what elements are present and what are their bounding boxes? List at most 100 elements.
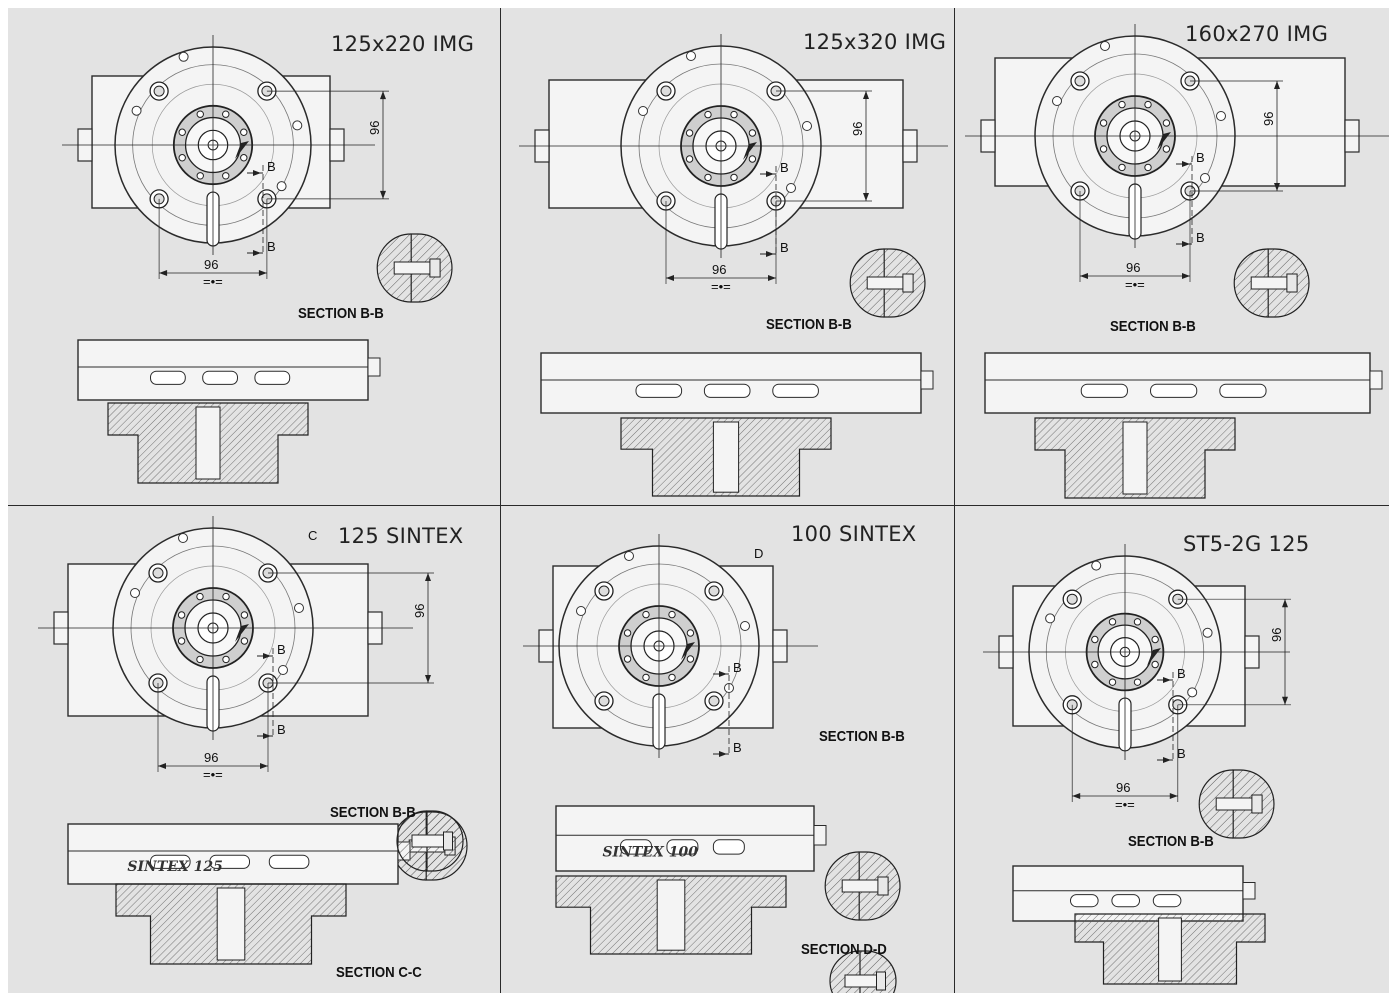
hub-hole bbox=[1118, 163, 1126, 172]
key-marker-icon bbox=[235, 141, 249, 159]
clamping-pin bbox=[1158, 917, 1182, 982]
locating-hole bbox=[131, 105, 142, 116]
hub-hole bbox=[730, 173, 738, 182]
panel-title: 100 SINTEX bbox=[791, 522, 917, 546]
bolt-socket bbox=[708, 695, 720, 707]
side-view bbox=[1012, 865, 1266, 985]
hub-hole bbox=[178, 128, 186, 136]
locating-hole bbox=[178, 533, 188, 543]
brand-lettering: SINTEX 125 bbox=[127, 859, 223, 875]
equal-sign-label: =•= bbox=[203, 274, 223, 289]
vertical-separator-2 bbox=[954, 8, 955, 993]
locating-hole bbox=[292, 120, 303, 131]
equal-sign-label: =•= bbox=[711, 279, 731, 294]
panel-title: 125x220 IMG bbox=[331, 32, 475, 56]
hub-hole bbox=[222, 655, 230, 664]
cut-label: B bbox=[277, 722, 286, 737]
panel-title: 160x270 IMG bbox=[1185, 22, 1329, 46]
hub-hole bbox=[1108, 678, 1117, 686]
locating-hole bbox=[1100, 41, 1110, 51]
side-view: SINTEX 100 bbox=[555, 805, 827, 955]
hub-hole bbox=[240, 128, 248, 136]
locating-hole bbox=[276, 181, 287, 192]
section-label: SECTION B-B bbox=[1128, 833, 1214, 850]
key-marker-icon bbox=[1157, 132, 1171, 150]
dimension-value: 96 bbox=[850, 122, 865, 136]
dimension-value: 96 bbox=[712, 262, 726, 277]
hub-hole bbox=[240, 637, 249, 645]
section-cut-b: BB bbox=[247, 159, 276, 256]
equal-sign-label: =•= bbox=[203, 767, 223, 782]
flange-top-view bbox=[538, 545, 788, 750]
cut-label: B bbox=[1177, 666, 1186, 681]
clamping-pin bbox=[1122, 421, 1148, 495]
cut-label: B bbox=[277, 642, 286, 657]
section-label: SECTION B-B bbox=[1110, 318, 1196, 335]
cut-label: B bbox=[1177, 746, 1186, 761]
dimension-vertical: 96 bbox=[1177, 598, 1291, 706]
hub-hole bbox=[1162, 119, 1171, 127]
hub-hole bbox=[1162, 145, 1171, 153]
hub-hole bbox=[1133, 678, 1142, 686]
hub-hole bbox=[704, 110, 712, 119]
hub-hole bbox=[222, 592, 230, 601]
dimension-value: 96 bbox=[367, 121, 382, 135]
section-cut-b: BB bbox=[1176, 150, 1205, 247]
dimension-vertical: 96 bbox=[266, 90, 389, 200]
hub-hole bbox=[1118, 100, 1126, 109]
hub-hole bbox=[240, 611, 249, 619]
cut-label: B bbox=[733, 660, 742, 675]
side-view bbox=[984, 352, 1383, 499]
dimension-vertical: 96 bbox=[776, 90, 872, 202]
flange-top-view bbox=[980, 35, 1360, 240]
hub-hole bbox=[686, 629, 695, 637]
section-detail-b bbox=[824, 851, 901, 921]
clamping-pin bbox=[656, 879, 686, 951]
vertical-separator-1 bbox=[500, 8, 501, 993]
hub-hole bbox=[748, 129, 757, 137]
side-view bbox=[77, 339, 381, 484]
hub-hole bbox=[1099, 145, 1108, 153]
dimension-value: 96 bbox=[1116, 780, 1130, 795]
dimension-value: 96 bbox=[412, 604, 427, 618]
hub-hole bbox=[1108, 618, 1117, 626]
section-label-2: SECTION D-D bbox=[801, 941, 887, 958]
clamping-pin bbox=[712, 421, 740, 493]
hub-hole bbox=[685, 155, 694, 163]
hub-hole bbox=[685, 129, 694, 137]
dimension-value: 96 bbox=[204, 257, 218, 272]
locating-hole bbox=[624, 551, 634, 561]
hub-hole bbox=[1133, 618, 1142, 626]
bolt-socket bbox=[708, 585, 720, 597]
hub-hole bbox=[178, 154, 186, 162]
panel-title: ST5-2G 125 bbox=[1183, 532, 1310, 556]
hub-hole bbox=[196, 655, 204, 664]
cut-label-2: D bbox=[754, 546, 763, 561]
locating-hole bbox=[1216, 111, 1226, 121]
hub-hole bbox=[623, 629, 632, 637]
dimension-horizontal: 96 =•= bbox=[157, 683, 269, 782]
section-detail-b bbox=[1233, 248, 1310, 318]
locating-hole bbox=[802, 121, 812, 131]
cut-label: B bbox=[780, 160, 789, 175]
section-label: SECTION B-B bbox=[766, 316, 852, 333]
equal-sign-label: =•= bbox=[1115, 797, 1135, 812]
locating-hole bbox=[1202, 627, 1213, 638]
section-detail-b bbox=[1198, 769, 1275, 839]
locating-hole bbox=[1052, 96, 1062, 106]
key-marker-icon bbox=[743, 142, 757, 160]
dimension-value: 96 bbox=[204, 750, 218, 765]
dimension-horizontal: 96 =•= bbox=[665, 201, 777, 294]
dimension-horizontal: 96=•= bbox=[1079, 191, 1191, 292]
bolt-socket bbox=[153, 85, 165, 97]
hub-hole bbox=[623, 655, 632, 663]
key-marker-icon bbox=[1147, 648, 1161, 666]
